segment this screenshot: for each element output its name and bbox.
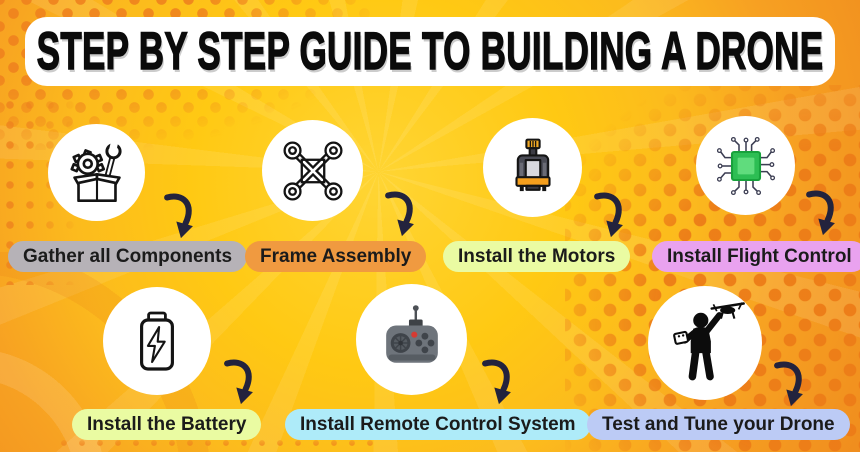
curved-arrow-icon	[482, 359, 511, 405]
step-icon-circle	[483, 118, 582, 217]
step-icon-circle	[696, 116, 795, 215]
curved-arrow-icon	[594, 192, 623, 238]
remote-control-icon	[385, 304, 438, 363]
curved-arrow-icon	[774, 361, 803, 407]
curved-arrow-icon	[806, 190, 835, 236]
step-label-pill: Gather all Components	[8, 241, 248, 272]
person-with-drone-icon	[673, 302, 745, 381]
curved-arrow-icon	[224, 359, 253, 405]
drone-frame-icon	[282, 140, 343, 201]
step-label-pill: Install the Motors	[443, 241, 631, 272]
curved-arrow-icon	[164, 193, 193, 239]
motor-icon	[514, 138, 551, 191]
step-icon-circle	[648, 286, 762, 400]
page-title: STEP BY STEP GUIDE TO BUILDING A DRONE	[36, 21, 824, 81]
step-label-pill: Install Remote Control System	[285, 409, 591, 440]
title-banner: STEP BY STEP GUIDE TO BUILDING A DRONE	[25, 17, 835, 86]
chip-icon	[716, 136, 775, 195]
step-icon-circle	[103, 287, 211, 395]
step-icon-circle	[262, 120, 363, 221]
step-label-pill: Test and Tune your Drone	[587, 409, 850, 440]
step-icon-circle	[48, 124, 145, 221]
step-icon-circle	[356, 284, 467, 395]
step-label-pill: Install Flight Control	[652, 241, 860, 272]
curved-arrow-icon	[385, 191, 414, 237]
step-label-pill: Frame Assembly	[245, 241, 427, 272]
battery-icon	[140, 311, 174, 371]
step-label-pill: Install the Battery	[72, 409, 262, 440]
box-gear-wrench-icon	[69, 140, 122, 202]
